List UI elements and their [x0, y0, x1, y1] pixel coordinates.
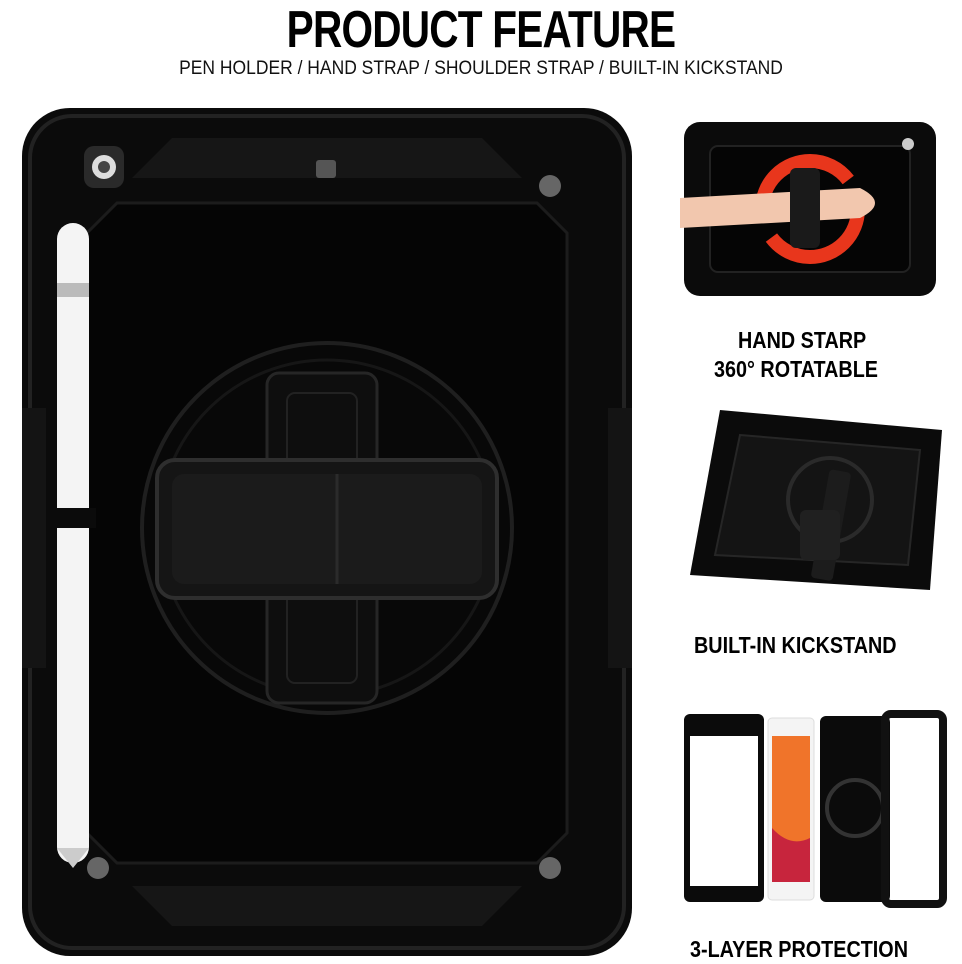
three-layer-label: 3-LAYER PROTECTION — [690, 936, 908, 962]
hand-strap-image — [680, 122, 936, 296]
hand-strap-label-line1: HAND STARP — [738, 327, 867, 353]
page-subtitle: PEN HOLDER / HAND STRAP / SHOULDER STRAP… — [179, 58, 783, 79]
hand-strap-label-line2: 360° ROTATABLE — [714, 356, 878, 382]
kickstand-image — [690, 410, 942, 590]
tablet-case-image — [22, 108, 632, 956]
page-title: PRODUCT FEATURE — [286, 1, 676, 59]
three-layer-protection-image — [684, 710, 947, 908]
kickstand-label: BUILT-IN KICKSTAND — [694, 632, 897, 658]
